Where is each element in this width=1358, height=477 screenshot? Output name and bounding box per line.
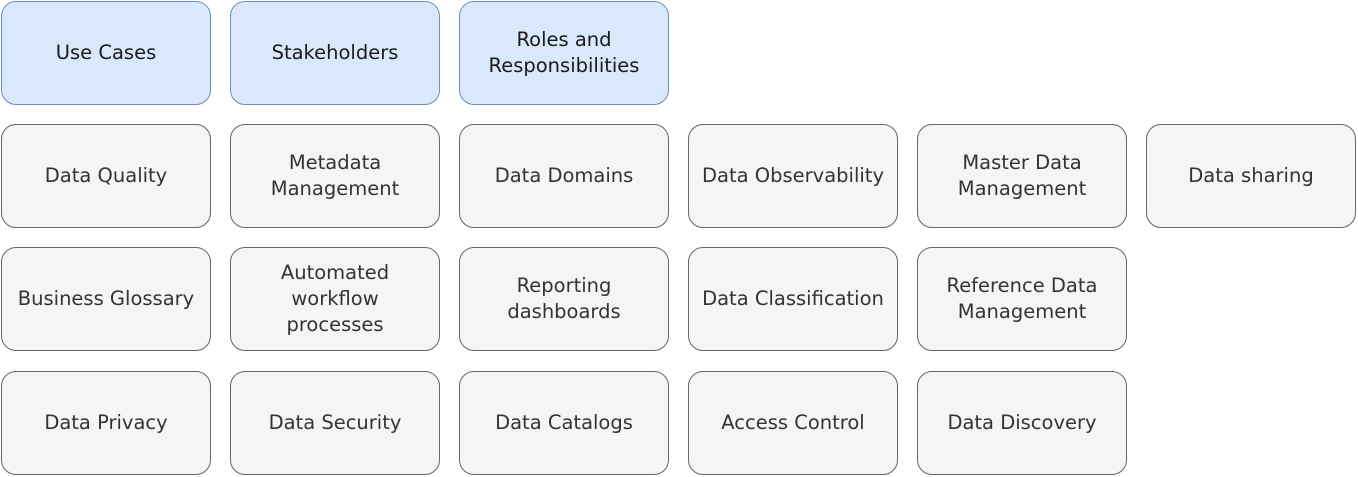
- box-label: Automated workflow processes: [280, 261, 390, 336]
- box-label: Data Discovery: [947, 411, 1097, 434]
- box-label: Metadata Management: [270, 151, 400, 200]
- box-roles-and-responsibilities: Roles and Responsibilities: [459, 1, 669, 105]
- box-label: Access Control: [721, 411, 865, 434]
- box-data-classification: Data Classification: [688, 247, 898, 351]
- box-data-security: Data Security: [230, 371, 440, 475]
- box-use-cases: Use Cases: [1, 1, 211, 105]
- box-label: Data Catalogs: [495, 411, 633, 434]
- box-automated-workflow-processes: Automated workflow processes: [230, 247, 440, 351]
- box-label: Data sharing: [1188, 164, 1314, 187]
- box-label: Data Observability: [702, 164, 884, 187]
- box-label: Data Quality: [44, 164, 168, 187]
- box-access-control: Access Control: [688, 371, 898, 475]
- box-label: Master Data Management: [957, 151, 1087, 200]
- box-label: Roles and Responsibilities: [488, 28, 640, 77]
- box-data-quality: Data Quality: [1, 124, 211, 228]
- box-reference-data-management: Reference Data Management: [917, 247, 1127, 351]
- box-label: Stakeholders: [271, 41, 399, 64]
- box-label: Data Classification: [702, 287, 884, 310]
- box-label: Use Cases: [55, 41, 157, 64]
- box-data-discovery: Data Discovery: [917, 371, 1127, 475]
- box-data-domains: Data Domains: [459, 124, 669, 228]
- box-label: Data Security: [268, 411, 402, 434]
- box-master-data-management: Master Data Management: [917, 124, 1127, 228]
- box-label: Business Glossary: [17, 287, 195, 310]
- box-data-sharing: Data sharing: [1146, 124, 1356, 228]
- box-data-privacy: Data Privacy: [1, 371, 211, 475]
- box-label: Reference Data Management: [946, 274, 1098, 323]
- box-label: Reporting dashboards: [507, 274, 621, 323]
- box-metadata-management: Metadata Management: [230, 124, 440, 228]
- box-data-observability: Data Observability: [688, 124, 898, 228]
- box-reporting-dashboards: Reporting dashboards: [459, 247, 669, 351]
- box-stakeholders: Stakeholders: [230, 1, 440, 105]
- box-data-catalogs: Data Catalogs: [459, 371, 669, 475]
- box-business-glossary: Business Glossary: [1, 247, 211, 351]
- box-label: Data Domains: [494, 164, 634, 187]
- box-label: Data Privacy: [44, 411, 168, 434]
